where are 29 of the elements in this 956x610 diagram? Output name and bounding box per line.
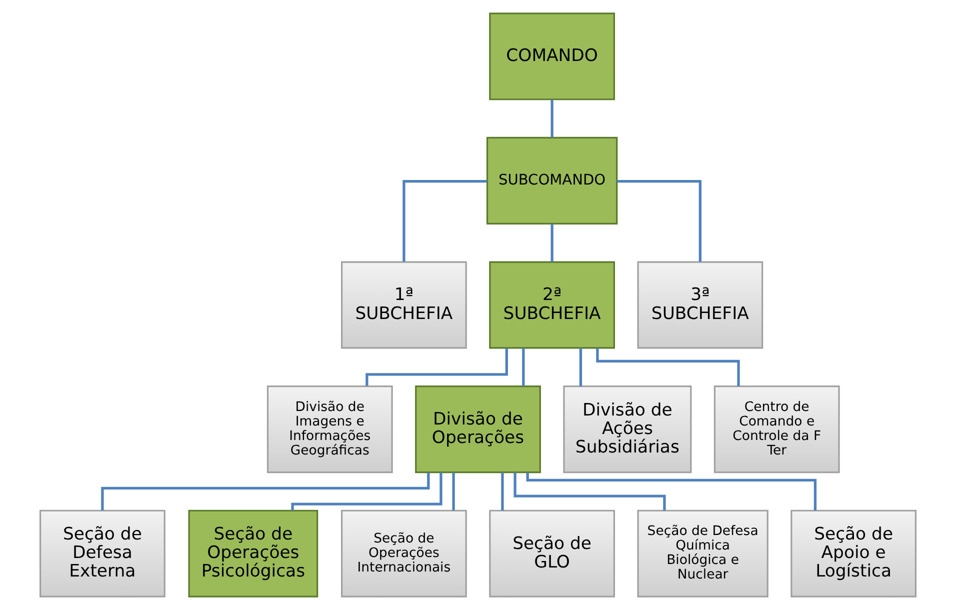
connector (526, 472, 817, 510)
connector (617, 180, 702, 262)
connector (522, 348, 525, 386)
connector (514, 472, 666, 511)
connector (366, 348, 508, 386)
node-box: Divisão de Imagens e Informações Geográficas (266, 386, 393, 474)
node-box: Seção de GLO (489, 510, 615, 598)
node-box: 2ª SUBCHEFIA (489, 261, 615, 349)
node-box: Centro de Comando e Controle da F Ter (714, 386, 840, 474)
connector (579, 348, 582, 386)
node-box: Divisão de Operações (415, 386, 541, 474)
connector (596, 348, 740, 386)
node-box: Seção de Operações Psicológicas (188, 510, 318, 598)
node-box: Divisão de Ações Subsidiárias (563, 386, 692, 474)
node-box: 3ª SUBCHEFIA (637, 261, 764, 349)
node-box: Seção de Apoio e Logística (790, 510, 916, 598)
node-box: SUBCOMANDO (486, 136, 618, 224)
connector (291, 472, 442, 510)
connector (550, 100, 554, 138)
connector (452, 472, 455, 511)
node-box: 1ª SUBCHEFIA (341, 261, 467, 349)
node-box: Seção de Defesa Química Biológica e Nuclear (637, 510, 768, 598)
connector (402, 180, 488, 262)
connector (101, 472, 430, 510)
connector (550, 224, 554, 262)
node-box: COMANDO (489, 12, 615, 100)
connector (501, 472, 504, 511)
node-box: Seção de Defesa Externa (40, 510, 166, 598)
node-box: Seção de Operações Internacionais (341, 510, 467, 598)
